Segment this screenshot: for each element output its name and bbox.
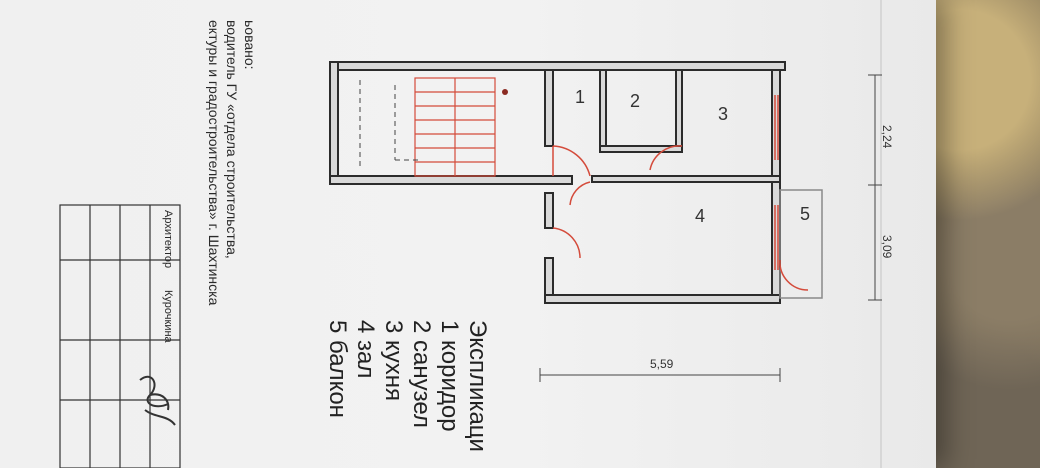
explication: Экспликаци 1 коридор 2 санузел 3 кухня 4… (324, 320, 491, 452)
dimension-text-1: 2,24 (880, 125, 894, 149)
dimension-3-09: 3,09 (880, 235, 894, 259)
title-block-text: Архитектор Курочкина (162, 210, 174, 344)
paper-edge-line (880, 0, 882, 468)
stairs (414, 77, 508, 177)
dimension-line-vertical (868, 74, 882, 301)
dimension-2-24: 2,24 (880, 125, 894, 149)
room-1-label: 1 (575, 87, 585, 107)
balcony-outline (779, 189, 823, 299)
dimension-line-horizontal (539, 368, 781, 382)
room-2-label: 2 (630, 91, 640, 111)
signature (139, 375, 176, 426)
explication-title: Экспликаци (464, 320, 491, 452)
room-4-label: 4 (695, 206, 705, 226)
explication-item-3: 3 кухня (380, 320, 407, 401)
walls (329, 61, 786, 304)
dimension-text-3: 5,59 (650, 357, 674, 371)
dashed-lines (359, 80, 420, 170)
explication-item-5: 5 балкон (324, 320, 351, 418)
explication-item-2: 2 санузел (408, 320, 435, 428)
explication-item-4: 4 зал (352, 320, 379, 378)
approval-text-block: ьовано: водитель ГУ «отдела строительств… (206, 20, 258, 306)
room-3-label: 3 (718, 104, 728, 124)
architect-role: Архитектор (162, 210, 174, 268)
approval-line-2: водитель ГУ «отдела строительства, (224, 20, 240, 259)
approval-line-3: ектуры и градостроительства» г. Шахтинск… (206, 20, 222, 306)
room-5-label: 5 (800, 204, 810, 224)
dimension-text-2: 3,09 (880, 235, 894, 259)
window-lines (774, 95, 779, 270)
explication-item-1: 1 коридор (436, 320, 463, 432)
doors (552, 145, 809, 291)
approval-line-1: ьовано: (242, 20, 258, 70)
title-block (59, 204, 181, 468)
architect-name: Курочкина (162, 290, 174, 344)
